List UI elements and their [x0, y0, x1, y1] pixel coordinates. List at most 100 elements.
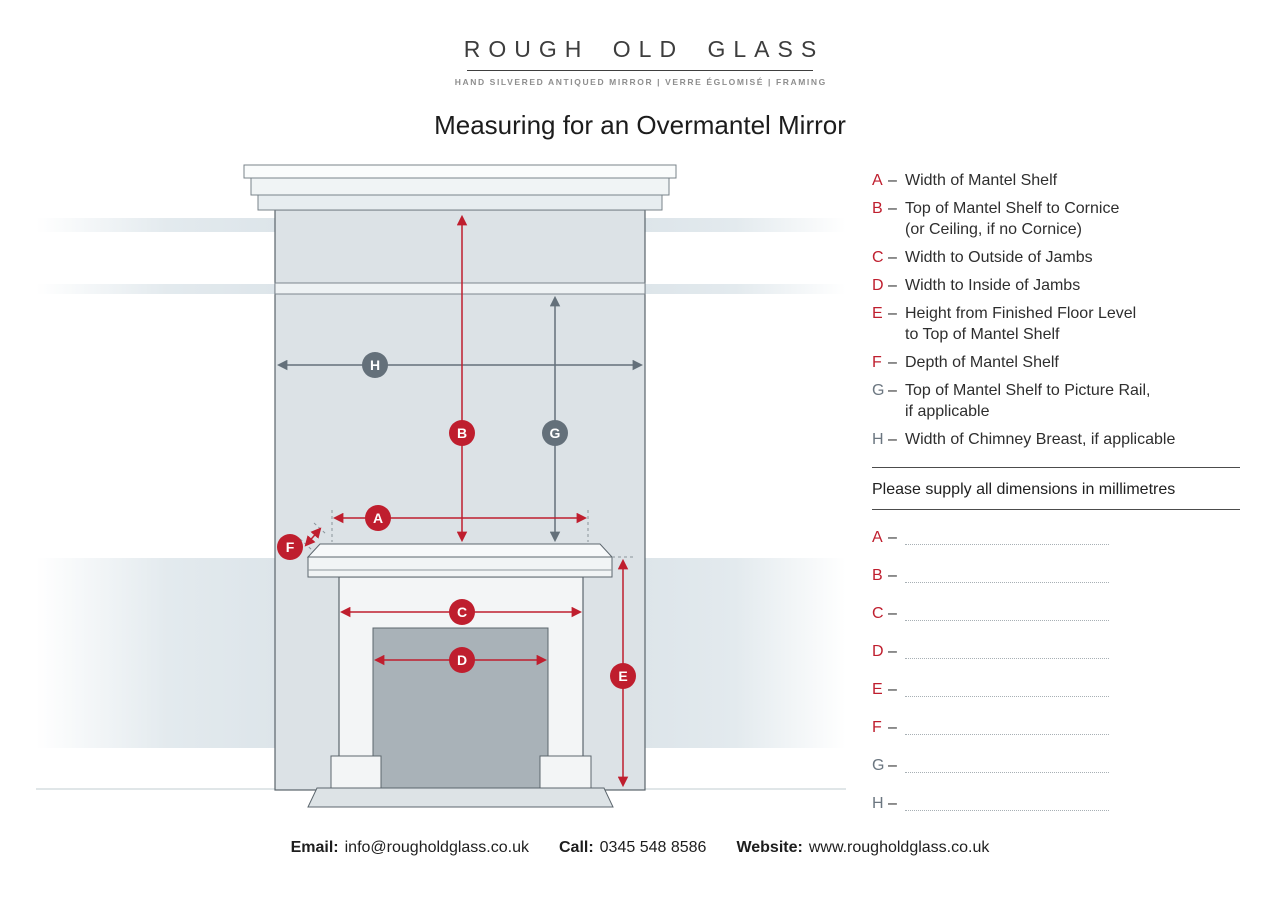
field-line-e [905, 680, 1109, 697]
form-key-g: G [872, 757, 885, 774]
badge-g-label: G [550, 425, 561, 441]
legend-divider-bottom [872, 509, 1240, 510]
form-dash: – [888, 567, 897, 584]
brand-logo: ROUGH OLD GLASS HAND SILVERED ANTIQUED M… [0, 36, 1280, 87]
form-key-d: D [872, 643, 884, 660]
legend-text-a: Width of Mantel Shelf [905, 172, 1058, 189]
dimension-arrow-f [304, 527, 322, 547]
dimension-badge-c: C [449, 599, 475, 625]
badge-e-label: E [618, 668, 627, 684]
legend-dash: – [888, 382, 897, 399]
brand-name: ROUGH OLD GLASS [463, 36, 825, 62]
field-line-f [905, 718, 1109, 735]
form-dash: – [888, 529, 897, 546]
legend-key-e: E [872, 305, 883, 322]
legend-item-e: E – Height from Finished Floor Level to … [872, 303, 1240, 345]
form-row-c: C – [872, 604, 1240, 642]
legend-dash: – [888, 172, 897, 189]
page-title: Measuring for an Overmantel Mirror [434, 110, 846, 140]
mantel-shelf [306, 543, 614, 578]
form-dash: – [888, 757, 897, 774]
legend-item-a: A – Width of Mantel Shelf [872, 170, 1240, 191]
form-row-a: A – [872, 528, 1240, 566]
website-url: www.rougholdglass.co.uk [808, 839, 990, 856]
legend-text-f: Depth of Mantel Shelf [905, 354, 1059, 371]
badge-h-label: H [370, 357, 380, 373]
legend-text-c: Width to Outside of Jambs [905, 249, 1093, 266]
email-label: Email: [290, 839, 339, 856]
form-row-e: E – [872, 680, 1240, 718]
legend-dash: – [888, 249, 897, 266]
dimension-badge-b: B [449, 420, 475, 446]
plinth-right [539, 755, 592, 789]
brand-rule [467, 70, 813, 71]
field-line-b [905, 566, 1109, 583]
field-line-c [905, 604, 1109, 621]
fireplace-diagram: A B C D E F G H [36, 164, 846, 808]
form-key-c: C [872, 605, 884, 622]
dimension-form: A – B – C – D – E – [872, 528, 1240, 832]
phone-number: 0345 548 8586 [599, 839, 707, 856]
legend-key-h: H [872, 431, 884, 448]
field-line-a [905, 528, 1109, 545]
legend-text-e: Height from Finished Floor Level [905, 305, 1137, 322]
legend-key-c: C [872, 249, 884, 266]
form-dash: – [888, 719, 897, 736]
legend-item-f: F – Depth of Mantel Shelf [872, 352, 1240, 373]
legend-dash: – [888, 200, 897, 217]
badge-d-label: D [457, 652, 467, 668]
legend-item-g: G – Top of Mantel Shelf to Picture Rail,… [872, 380, 1240, 422]
website-group: Website: www.rougholdglass.co.uk [736, 838, 989, 857]
field-line-h [905, 794, 1109, 811]
call-label: Call: [558, 839, 594, 856]
legend-key-b: B [872, 200, 883, 217]
form-row-d: D – [872, 642, 1240, 680]
form-dash: – [888, 643, 897, 660]
form-dash: – [888, 605, 897, 622]
form-row-g: G – [872, 756, 1240, 794]
field-line-g [905, 756, 1109, 773]
legend-text-h: Width of Chimney Breast, if applicable [905, 431, 1176, 448]
badge-c-label: C [457, 604, 467, 620]
dimension-badge-d: D [449, 647, 475, 673]
website-label: Website: [736, 839, 803, 856]
plinth-left [330, 755, 382, 789]
brand-tagline: HAND SILVERED ANTIQUED MIRROR | VERRE ÉG… [454, 77, 827, 87]
form-row-h: H – [872, 794, 1240, 832]
legend-item-h: H – Width of Chimney Breast, if applicab… [872, 429, 1240, 450]
legend: A – Width of Mantel Shelf B – Top of Man… [872, 170, 1240, 450]
form-key-f: F [872, 719, 882, 736]
dimension-badge-f: F [277, 534, 303, 560]
wall-right [645, 218, 846, 790]
call-group: Call: 0345 548 8586 [559, 838, 706, 857]
dimension-badge-g: G [542, 420, 568, 446]
badge-f-label: F [286, 539, 295, 555]
legend-dash: – [888, 354, 897, 371]
legend-key-a: A [872, 172, 883, 189]
legend-text-b: Top of Mantel Shelf to Cornice [905, 200, 1120, 217]
legend-text-g: Top of Mantel Shelf to Picture Rail, [905, 382, 1151, 399]
legend-key-g: G [872, 382, 885, 399]
legend-dash: – [888, 431, 897, 448]
wall-left [36, 218, 275, 790]
legend-dash: – [888, 277, 897, 294]
form-key-e: E [872, 681, 883, 698]
legend-and-form: A – Width of Mantel Shelf B – Top of Man… [872, 170, 1240, 832]
form-key-b: B [872, 567, 883, 584]
contact-footer: Email: info@rougholdglass.co.uk Call: 03… [0, 838, 1280, 857]
legend-item-c: C – Width to Outside of Jambs [872, 247, 1240, 268]
legend-text-g2: if applicable [905, 403, 990, 420]
legend-dash: – [888, 305, 897, 322]
form-key-a: A [872, 529, 883, 546]
hearth [307, 787, 614, 808]
legend-key-d: D [872, 277, 884, 294]
dimension-badge-h: H [362, 352, 388, 378]
badge-b-label: B [457, 425, 467, 441]
dimensions-note: Please supply all dimensions in millimet… [872, 481, 1176, 498]
form-dash: – [888, 795, 897, 812]
legend-text-e2: to Top of Mantel Shelf [905, 326, 1060, 343]
form-key-h: H [872, 795, 884, 812]
email-group: Email: info@rougholdglass.co.uk [291, 838, 529, 857]
email-address: info@rougholdglass.co.uk [344, 839, 529, 856]
